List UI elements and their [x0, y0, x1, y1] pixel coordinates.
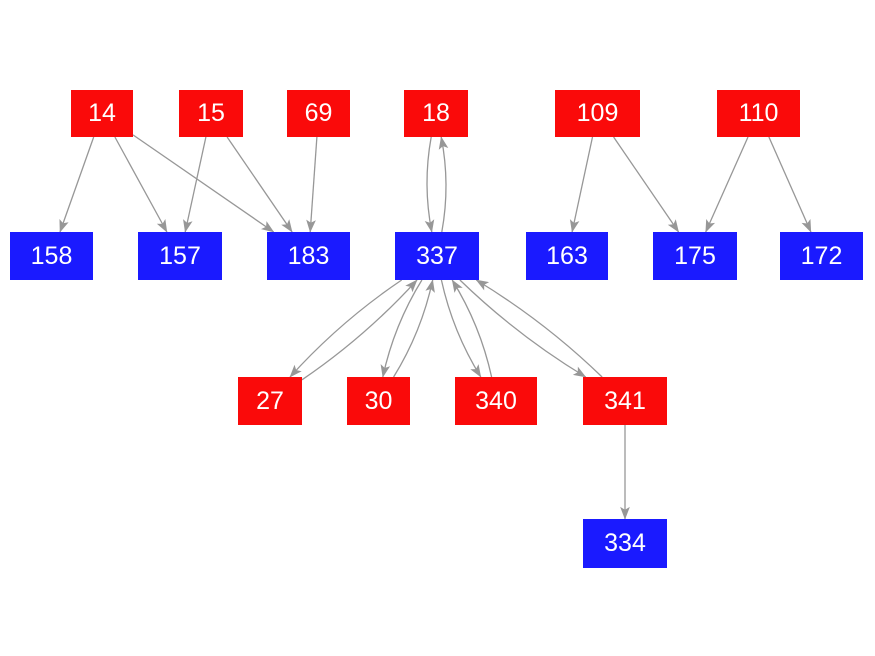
graph-node-158: 158	[10, 232, 93, 280]
graph-node-163: 163	[526, 232, 608, 280]
graph-node-175: 175	[653, 232, 737, 280]
graph-node-110: 110	[717, 90, 800, 137]
graph-node-334: 334	[583, 519, 667, 568]
graph-node-15: 15	[179, 90, 243, 137]
edge-337-to-18	[438, 136, 449, 233]
edge-14-to-157	[114, 136, 168, 233]
edge-337-to-27	[289, 279, 403, 378]
edge-341-to-337	[475, 279, 603, 378]
graph-node-14: 14	[71, 90, 133, 137]
graph-node-337: 337	[395, 232, 479, 280]
edge-14-to-158	[59, 136, 95, 233]
edge-15-to-157	[183, 136, 207, 233]
graph-node-183: 183	[267, 232, 350, 280]
graph-node-172: 172	[780, 232, 863, 280]
graph-node-69: 69	[287, 90, 350, 137]
graph-node-27: 27	[238, 377, 302, 425]
edge-27-to-337	[301, 279, 418, 381]
graph-node-109: 109	[555, 90, 640, 137]
edge-110-to-175	[705, 136, 749, 233]
edge-109-to-175	[613, 136, 680, 233]
edge-340-to-337	[451, 279, 493, 378]
edge-337-to-340	[440, 279, 482, 378]
edge-15-to-183	[226, 136, 293, 233]
graph-node-157: 157	[138, 232, 222, 280]
edge-14-to-183	[132, 134, 275, 233]
edge-69-to-183	[306, 136, 318, 233]
edge-18-to-337	[424, 136, 435, 233]
edge-30-to-337	[393, 279, 435, 378]
graph-node-18: 18	[404, 90, 468, 137]
graph-node-341: 341	[583, 377, 667, 425]
edge-109-to-163	[569, 136, 594, 233]
graph-node-340: 340	[455, 377, 537, 425]
edge-337-to-341	[459, 279, 587, 378]
edge-110-to-172	[768, 136, 812, 233]
graph-node-30: 30	[347, 377, 410, 425]
edge-337-to-30	[380, 279, 423, 378]
